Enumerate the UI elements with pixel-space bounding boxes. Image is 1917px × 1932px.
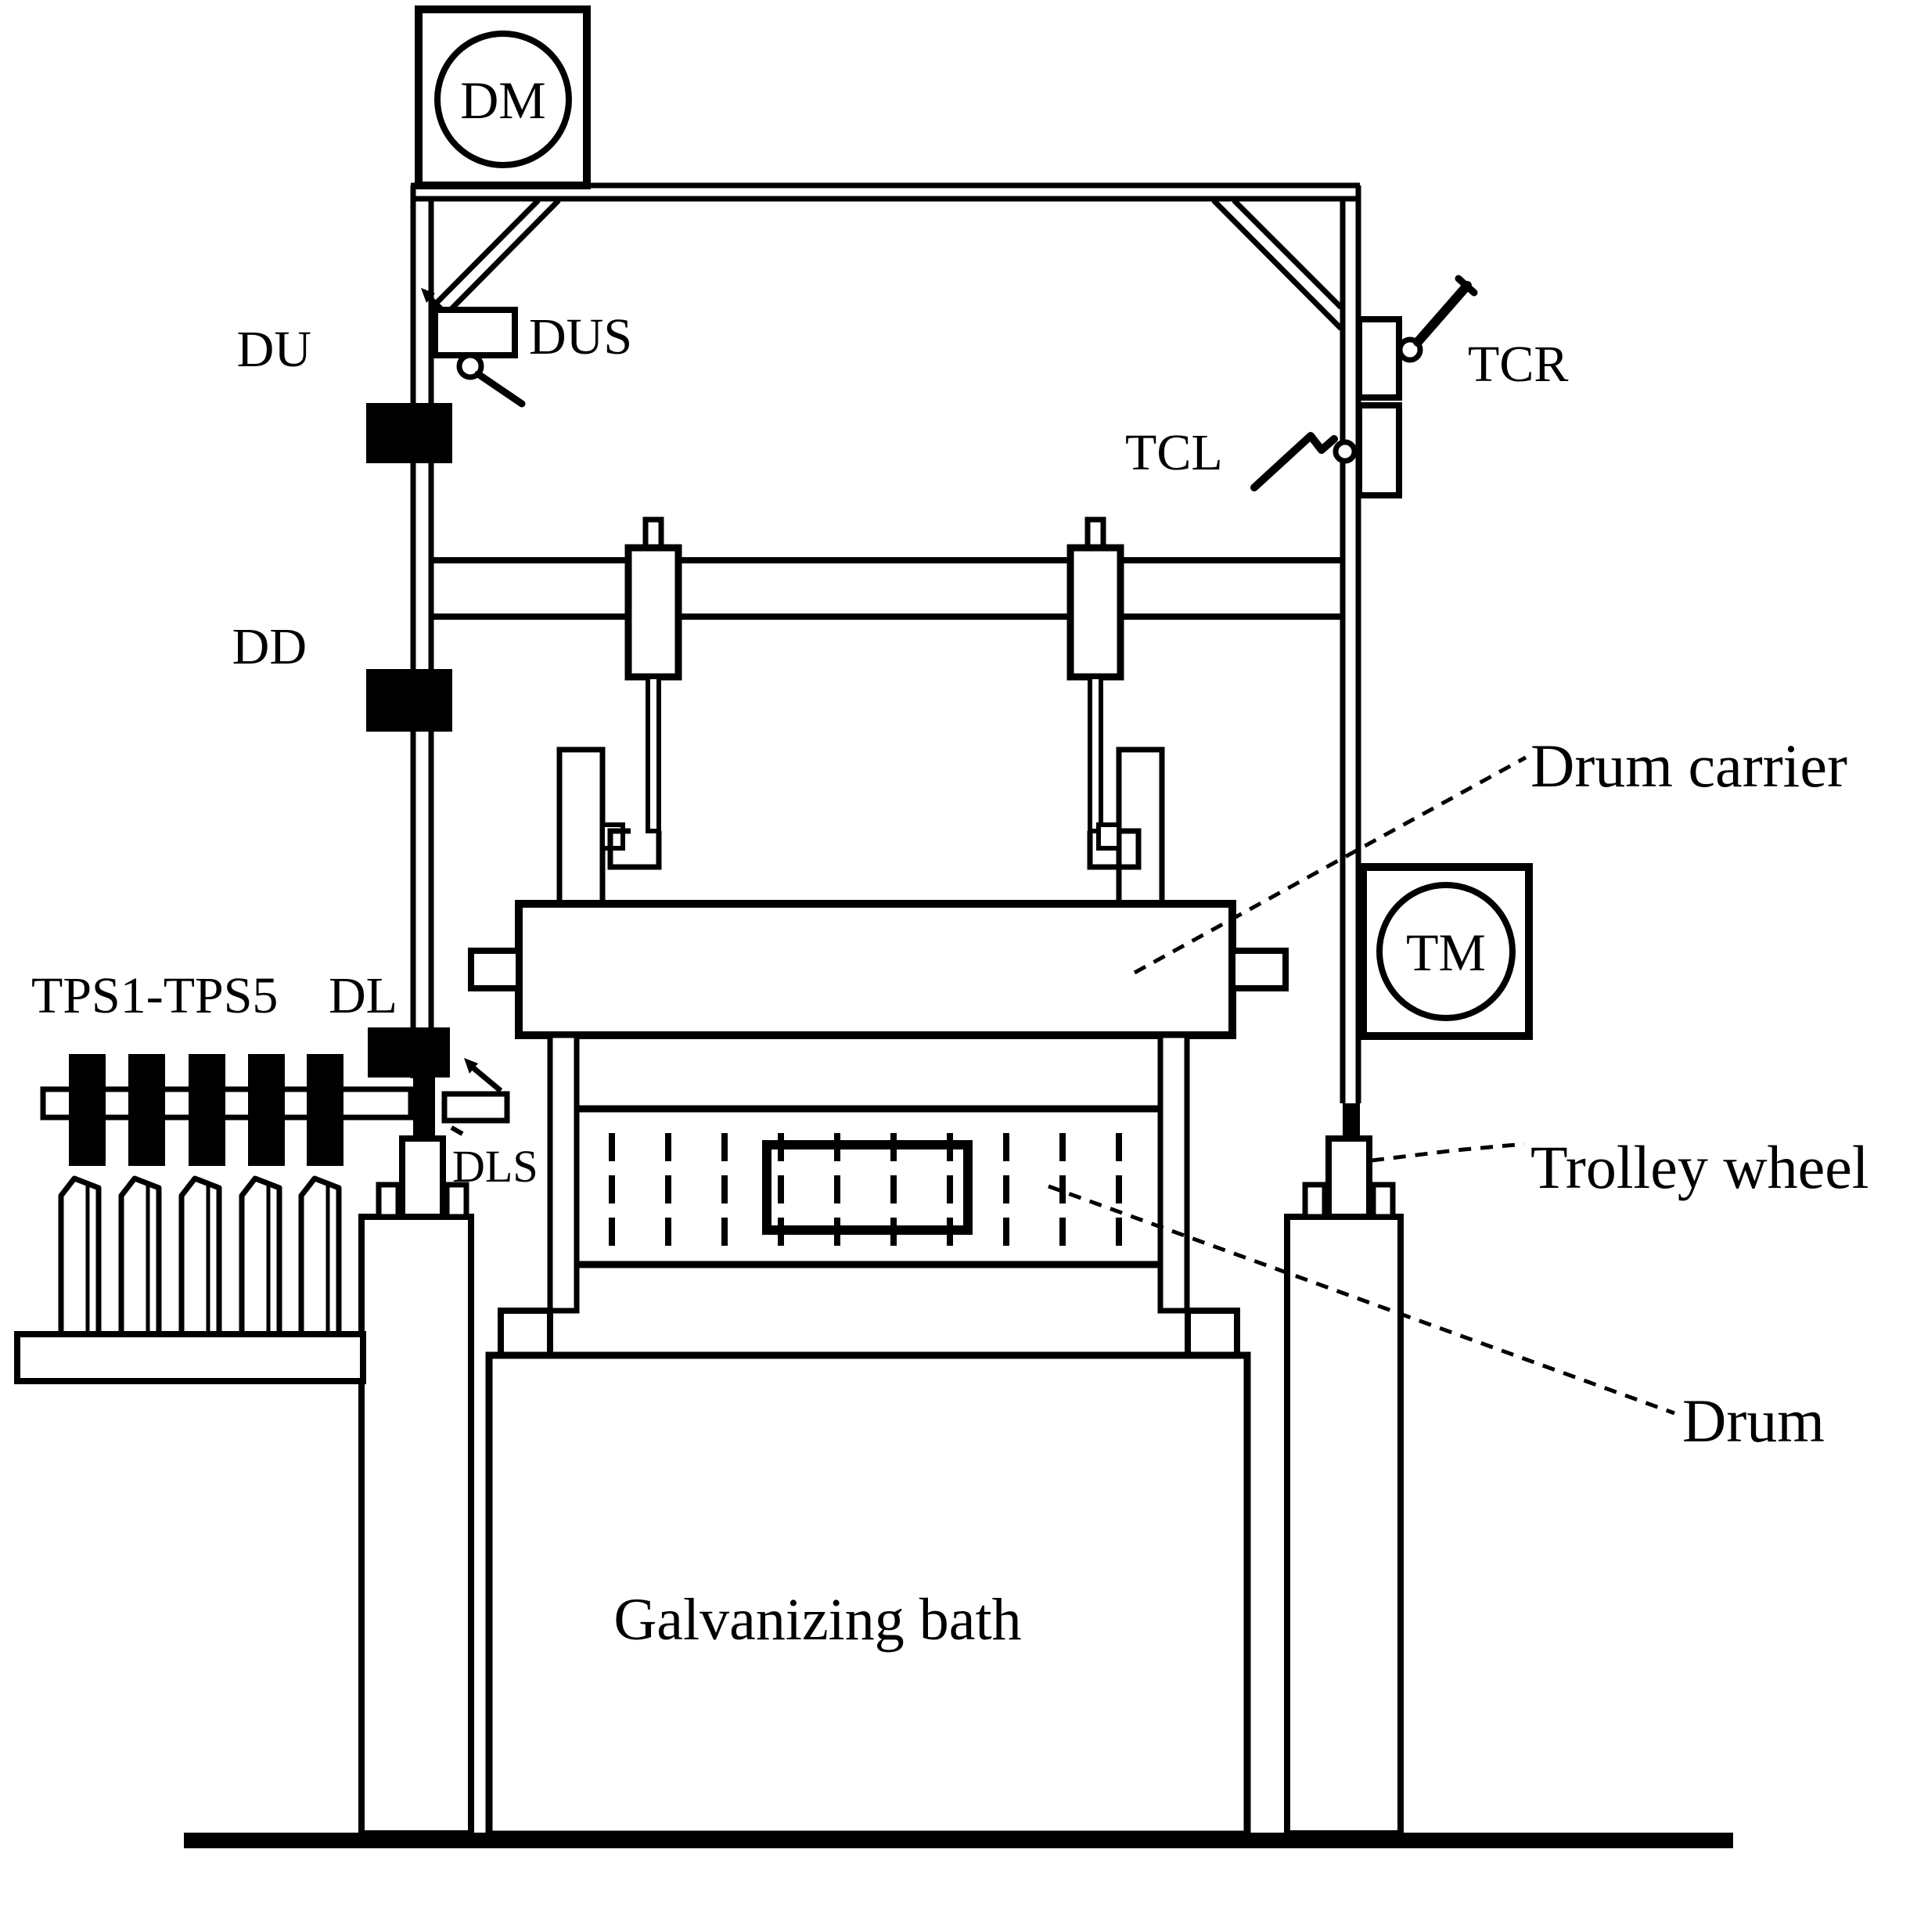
left-lift-arm	[556, 747, 606, 907]
left-trolley-wheel	[399, 1135, 446, 1220]
tcr-switch-lever	[1413, 281, 1472, 347]
dus-switch-arrowhead	[421, 288, 435, 303]
rail-sensor-blocks	[366, 403, 452, 1078]
dls-label: DLS	[452, 1141, 538, 1192]
trolley-motor	[1359, 863, 1533, 1040]
right-lift-pin	[1096, 822, 1121, 851]
drum-carrier-label: Drum carrier	[1530, 732, 1847, 800]
dl-label: DL	[329, 967, 397, 1024]
tcl-switch-roller	[1333, 439, 1358, 464]
right-rail-end	[1343, 1103, 1360, 1141]
dus-switch-body	[432, 307, 518, 358]
drum-leader	[1048, 1184, 1675, 1416]
left-hanger-rod	[646, 675, 661, 833]
carrier-right-side-plate	[1157, 1032, 1190, 1314]
carrier-right-foot	[1185, 1308, 1240, 1359]
right-hanger-rod	[1088, 675, 1103, 833]
tps-post	[239, 1175, 282, 1337]
drum-carrier-leader	[1133, 755, 1527, 975]
drum-carrier-assembly	[468, 900, 1289, 1359]
drum-assembly	[577, 1105, 1160, 1268]
left-hanger-body	[624, 544, 682, 681]
tps-post	[178, 1175, 222, 1337]
carrier-right-axle-stub	[1229, 948, 1289, 991]
tcr-switch-body	[1356, 316, 1402, 401]
tps-sensor-block	[128, 1054, 165, 1166]
dls-switch-arrowhead	[464, 1058, 478, 1074]
left-wheel-foot-b	[444, 1182, 469, 1220]
drum-motor-circle	[434, 31, 572, 168]
drum-door-window	[762, 1140, 973, 1235]
trolley-wheel-label: Trolley wheel	[1530, 1133, 1869, 1201]
right-lift-arm	[1116, 747, 1165, 907]
tcl-switch-body	[1356, 402, 1402, 498]
dls-limit-switch	[441, 1058, 510, 1136]
tps-sensor-block	[248, 1054, 285, 1166]
hangers	[624, 516, 1124, 833]
dd-label: DD	[232, 618, 307, 675]
tps-sensor-block	[69, 1054, 106, 1166]
right-wheel-foot-b	[1370, 1182, 1396, 1220]
frame-right-brace-a	[1232, 198, 1343, 310]
tm-label: TM	[1406, 923, 1486, 982]
dus-switch-lever	[474, 370, 526, 408]
trolley-motor-circle	[1376, 882, 1516, 1021]
tcr-limit-switch	[1356, 275, 1478, 401]
dus-switch-arrow-shaft	[426, 294, 445, 312]
dls-switch-arrow-shaft	[470, 1065, 503, 1093]
dus-label: DUS	[529, 308, 632, 365]
trolley-supports	[358, 1078, 1404, 1837]
left-rail-end	[413, 1078, 435, 1140]
carrier-left-side-plate	[547, 1032, 580, 1314]
left-support-column	[358, 1214, 474, 1837]
dls-switch-body	[441, 1091, 510, 1124]
tps-post	[118, 1175, 162, 1337]
dm-label: DM	[460, 70, 546, 130]
right-hook	[1087, 828, 1142, 870]
tcl-limit-switch	[1250, 402, 1402, 498]
tps-post	[58, 1175, 102, 1337]
hoist-crossbar	[432, 557, 1343, 620]
du-label: DU	[237, 321, 311, 378]
labels: DM TM DU DUS TCR TCL DD TPS1-TPS5 DL DLS…	[31, 70, 1869, 1653]
left-wheel-foot-a	[376, 1182, 401, 1220]
right-support-column	[1284, 1214, 1404, 1837]
left-hook	[607, 828, 662, 870]
tcl-switch-lever	[1250, 432, 1338, 491]
dus-limit-switch	[421, 288, 526, 408]
drum-carrier-body	[515, 900, 1236, 1039]
tps-sensor-blocks	[69, 1054, 343, 1166]
tcr-label: TCR	[1468, 336, 1568, 393]
tps-post	[298, 1175, 342, 1337]
leader-lines	[1048, 755, 1675, 1416]
tps-platform	[14, 1331, 366, 1384]
dls-switch-tick	[450, 1125, 464, 1136]
frame-left-brace-a	[430, 198, 541, 310]
right-wheel-foot-a	[1302, 1182, 1328, 1220]
tps-sensor-array	[14, 1054, 414, 1384]
tps-label: TPS1-TPS5	[31, 967, 278, 1024]
drum-motor	[415, 5, 591, 189]
tps-sensor-block	[307, 1054, 343, 1166]
right-trolley-wheel	[1325, 1135, 1372, 1220]
du-block	[366, 403, 452, 463]
trolley-wheel-leader	[1371, 1142, 1525, 1163]
drum-label: Drum	[1682, 1387, 1825, 1455]
carrier-left-foot	[498, 1308, 553, 1359]
dl-block	[368, 1027, 450, 1078]
frame-right-brace-b	[1211, 198, 1343, 331]
tcl-label: TCL	[1125, 424, 1223, 481]
tcr-switch-lever-cap	[1455, 275, 1478, 297]
dd-block	[366, 669, 452, 732]
carrier-left-axle-stub	[468, 948, 522, 991]
galvanizing-bath-label: Galvanizing bath	[613, 1587, 1021, 1653]
right-hanger-body	[1066, 544, 1124, 681]
tps-sensor-block	[189, 1054, 225, 1166]
